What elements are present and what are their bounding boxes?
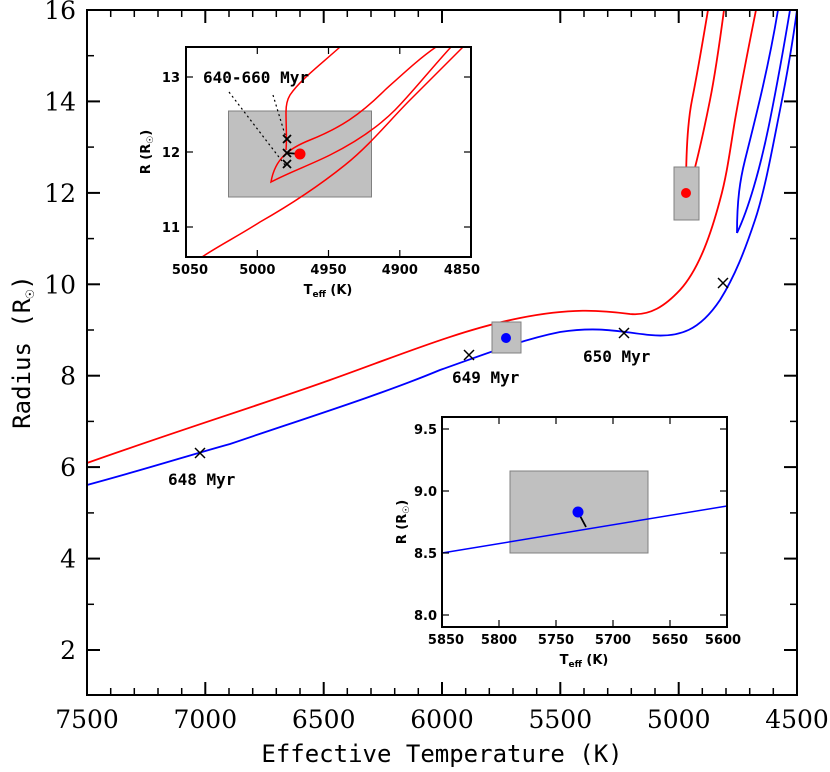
inset-y-tick-label: 11 [162, 221, 180, 236]
x-tick-label: 7500 [55, 705, 119, 734]
x-tick-label: 6500 [292, 705, 356, 734]
y-axis-minor-ticks [87, 54, 797, 606]
y-axis-title-text: Radius (R [8, 298, 36, 429]
y-tick-label: 6 [60, 453, 76, 482]
y-tick-label: 4 [60, 545, 76, 574]
red-star-error-box [673, 166, 700, 221]
inset-blue-track [441, 505, 728, 554]
inset-x-tick-label: 5750 [538, 633, 574, 648]
inset-x-tick-label: 5050 [172, 263, 208, 278]
y-tick-label: 10 [44, 270, 76, 299]
inset-red-title: 640-660 Myr [203, 68, 309, 87]
age-marker-649 [463, 349, 475, 361]
inset-y-tick-label: 12 [162, 146, 180, 161]
inset-red-y-tick-labels: 11 12 13 [162, 71, 180, 236]
x-tick-label: 5000 [647, 705, 711, 734]
x-tick-label: 5500 [528, 705, 592, 734]
inset-red-track-1 [285, 46, 341, 151]
inset-red-y-title: R (R☉) [139, 130, 156, 175]
inset-blue-ticks [442, 417, 727, 627]
y-tick-label: 16 [44, 0, 76, 25]
annotation-649-myr: 649 Myr [452, 368, 519, 387]
inset-red-x-title: Teff (K) [304, 283, 353, 300]
inset-blue-star: 5850 5800 5750 5700 5650 5600 8.0 8.5 9.… [395, 416, 741, 670]
blue-track-loop [736, 9, 779, 234]
inset-x-tick-label: 5800 [481, 633, 517, 648]
inset-red-age-markers [282, 134, 292, 169]
inset-y-title-close: ) [139, 130, 154, 136]
inset-red-track-3 [201, 46, 464, 258]
inset-red-x-tick-labels: 5050 5000 4950 4900 4850 [172, 263, 480, 278]
y-axis-title-close: ) [8, 275, 36, 289]
inset-y-tick-label: 9.5 [414, 423, 437, 438]
red-star-marker [681, 188, 691, 198]
inset-x-tick-label: 5000 [239, 263, 275, 278]
teff-unit: (K) [326, 283, 352, 298]
inset-x-tick-label: 5600 [705, 633, 741, 648]
inset-y-tick-label: 8.5 [414, 547, 437, 562]
inset-x-tick-label: 4850 [444, 263, 480, 278]
inset-red-star-marker [294, 148, 306, 160]
blue-star-marker [501, 333, 511, 343]
inset-x-tick-label: 4900 [382, 263, 418, 278]
inset-blue-x-tick-labels: 5850 5800 5750 5700 5650 5600 [428, 633, 741, 648]
age-marker-648 [194, 447, 206, 459]
sun-symbol: ☉ [402, 506, 412, 514]
age-marker-650 [618, 327, 630, 339]
sun-symbol: ☉ [146, 136, 156, 144]
annotation-650-myr: 650 Myr [583, 347, 650, 366]
red-track-loop [685, 9, 709, 191]
age-marker-651 [717, 277, 729, 289]
inset-x-tick-label: 4950 [310, 263, 346, 278]
x-axis-minor-ticks [109, 10, 775, 695]
inset-x-tick-label: 5650 [652, 633, 688, 648]
blue-track-loop2 [736, 9, 791, 234]
y-tick-label: 2 [60, 636, 76, 665]
inset-blue-x-title: Teff (K) [560, 653, 609, 670]
y-tick-label: 8 [60, 362, 76, 391]
teff-T: T [560, 653, 569, 668]
y-axis-title: Radius (R☉) [8, 275, 38, 429]
x-tick-label: 6000 [410, 705, 474, 734]
inset-red-star: 640-660 Myr 5050 5000 4950 4900 4850 11 … [139, 46, 480, 300]
main-plot: 648 Myr 649 Myr 650 Myr [8, 0, 829, 768]
teff-sub: eff [568, 660, 582, 670]
teff-T: T [304, 283, 313, 298]
inset-red-ticks [186, 47, 471, 257]
x-axis-ticks [204, 10, 680, 695]
inset-x-tick-label: 5850 [428, 633, 464, 648]
y-tick-label: 12 [44, 179, 76, 208]
inset-blue-y-tick-labels: 8.0 8.5 9.0 9.5 [414, 423, 437, 624]
x-tick-label: 7000 [173, 705, 237, 734]
inset-blue-frame [441, 416, 728, 628]
inset-y-tick-label: 9.0 [414, 485, 437, 500]
sun-symbol: ☉ [20, 290, 38, 299]
inset-y-title-text: R (R [139, 144, 154, 175]
inset-x-tick-label: 5700 [595, 633, 631, 648]
x-tick-label: 4500 [765, 705, 829, 734]
inset-red-track-2 [270, 46, 452, 184]
teff-unit: (K) [582, 653, 608, 668]
inset-blue-y-title: R (R☉) [395, 500, 412, 545]
red-track [86, 9, 757, 464]
inset-y-title-close: ) [395, 500, 410, 506]
x-axis-title: Effective Temperature (K) [261, 740, 622, 768]
y-tick-labels: 2 4 6 8 10 12 14 16 [44, 0, 76, 665]
inset-y-title-text: R (R [395, 514, 410, 545]
inset-red-dotted-line-1 [228, 91, 286, 166]
inset-y-tick-label: 13 [162, 71, 180, 86]
annotation-648-myr: 648 Myr [168, 470, 235, 489]
teff-sub: eff [312, 290, 326, 300]
y-axis-ticks [87, 100, 797, 651]
inset-y-tick-label: 8.0 [414, 609, 437, 624]
y-tick-label: 14 [44, 87, 76, 116]
x-tick-labels: 7500 7000 6500 6000 5500 5000 4500 [55, 705, 829, 734]
inset-blue-star-marker [572, 506, 584, 518]
